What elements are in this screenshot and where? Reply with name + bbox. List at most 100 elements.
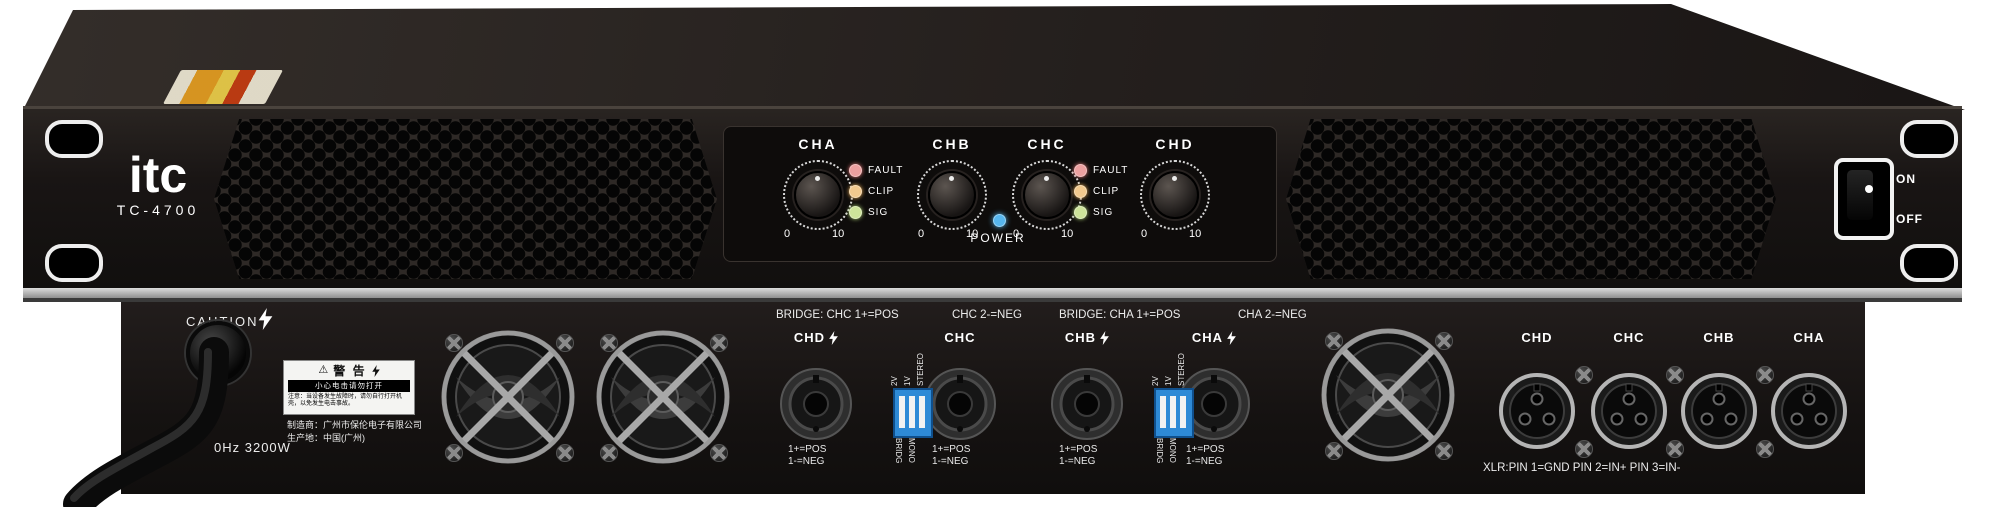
speakon-label-cha: CHA xyxy=(1169,330,1259,345)
model-number: TC-4700 xyxy=(116,202,200,218)
clip-label: CLIP xyxy=(868,185,895,197)
neg-text: 1-=NEG xyxy=(1059,456,1096,467)
screw-icon xyxy=(1575,440,1593,458)
polarity-note: 1+=POS 1-=NEG xyxy=(788,444,826,468)
bridge-note: CHC 2-=NEG xyxy=(952,309,1022,321)
rack-ear-hole xyxy=(1900,244,1958,282)
ventilation-grille-left xyxy=(214,119,717,279)
lightning-icon xyxy=(258,308,273,330)
dip-slot xyxy=(909,396,915,428)
speakon-connector-chd xyxy=(780,368,852,440)
clip-label: CLIP xyxy=(1093,185,1120,197)
knob-cap xyxy=(1023,171,1071,219)
clip-led xyxy=(1074,184,1087,198)
dip-label-bridg: BRIDG xyxy=(1155,438,1164,464)
speakon-connector-chc xyxy=(924,368,996,440)
screw-icon xyxy=(600,334,618,352)
screw-icon xyxy=(1325,332,1343,350)
xlr-label-chb: CHB xyxy=(1703,330,1735,345)
gain-knob-cha[interactable] xyxy=(783,160,853,230)
xlr-connector-chc xyxy=(1591,373,1667,449)
speakon-connector-cha xyxy=(1178,368,1250,440)
lightning-icon xyxy=(1227,330,1236,345)
dip-label-2v: 2V xyxy=(1151,376,1160,386)
knob-cap xyxy=(1151,171,1199,219)
signal-label: SIG xyxy=(868,206,889,218)
xlr-label-chc: CHC xyxy=(1613,330,1645,345)
front-panel-base-shadow xyxy=(23,298,1962,302)
power-switch[interactable] xyxy=(1834,158,1894,240)
screw-icon xyxy=(1435,332,1453,350)
xlr-label-cha: CHA xyxy=(1793,330,1825,345)
dip-slot xyxy=(1160,396,1166,428)
channel-text: CHD xyxy=(793,330,826,345)
rocker-indicator-dot xyxy=(1865,185,1873,193)
rack-ear-hole xyxy=(45,244,103,282)
gain-knob-chb[interactable] xyxy=(917,160,987,230)
knob-scale-max: 10 xyxy=(1189,228,1202,240)
xlr-connector-chd xyxy=(1499,373,1575,449)
screw-icon xyxy=(445,444,463,462)
channel-text: CHB xyxy=(1064,330,1097,345)
channel-text: CHA xyxy=(1191,330,1224,345)
power-label: POWER xyxy=(970,231,1026,245)
channel-label-chb: CHB xyxy=(932,136,972,152)
pos-text: 1+=POS xyxy=(1186,444,1225,455)
speakon-label-chd: CHD xyxy=(771,330,861,345)
bridge-note: BRIDGE: CHC 1+=POS xyxy=(776,309,899,321)
knob-cap xyxy=(794,171,842,219)
dip-slot xyxy=(1180,396,1186,428)
power-switch-rocker[interactable] xyxy=(1847,170,1873,220)
gain-knob-chc[interactable] xyxy=(1012,160,1082,230)
manufacturer-line: 生产地：中国(广州) xyxy=(287,433,365,443)
fault-label: FAULT xyxy=(1093,164,1129,176)
led-cluster-ab: FAULT CLIP SIG xyxy=(849,162,903,225)
xlr-pinout-note: XLR:PIN 1=GND PIN 2=IN+ PIN 3=IN- xyxy=(1483,462,1681,474)
dip-label-bridg: BRIDG xyxy=(894,438,903,464)
rack-ear-hole xyxy=(45,120,103,158)
cooling-fan xyxy=(441,330,575,464)
screw-icon xyxy=(1666,440,1684,458)
speakon-label-chb: CHB xyxy=(1042,330,1132,345)
front-panel-base-strip xyxy=(23,288,1962,298)
dip-label-mono: MONO xyxy=(1168,438,1177,463)
switch-on-label: ON xyxy=(1896,172,1916,186)
screw-icon xyxy=(556,334,574,352)
signal-led xyxy=(1074,205,1087,219)
dip-slot xyxy=(899,396,905,428)
screw-icon xyxy=(1756,366,1774,384)
polarity-note: 1+=POS 1-=NEG xyxy=(1186,444,1224,468)
mode-dip-switch[interactable] xyxy=(1154,388,1194,438)
signal-label: SIG xyxy=(1093,206,1114,218)
power-rating: 0Hz 3200W xyxy=(214,440,291,455)
speakon-label-chc: CHC xyxy=(915,330,1005,345)
neg-text: 1-=NEG xyxy=(932,456,969,467)
gain-knob-chd[interactable] xyxy=(1140,160,1210,230)
knob-tick-ring xyxy=(917,160,987,230)
knob-scale-max: 10 xyxy=(832,228,845,240)
screw-icon xyxy=(710,444,728,462)
xlr-connector-cha xyxy=(1771,373,1847,449)
lightning-icon xyxy=(1100,330,1109,345)
screw-icon xyxy=(1756,440,1774,458)
mode-dip-switch[interactable] xyxy=(893,388,933,438)
dip-label-mono: MONO xyxy=(907,438,916,463)
fault-label: FAULT xyxy=(868,164,904,176)
cooling-fan xyxy=(596,330,730,464)
dip-label-1v: 1V xyxy=(903,376,912,386)
screw-icon xyxy=(600,444,618,462)
screw-icon xyxy=(1575,366,1593,384)
knob-scale-min: 0 xyxy=(918,228,925,240)
dip-label-1v: 1V xyxy=(1164,376,1173,386)
fault-led xyxy=(849,163,862,177)
dip-label-stereo: STEREO xyxy=(1177,353,1186,386)
speakon-connector-chb xyxy=(1051,368,1123,440)
lightning-icon xyxy=(371,364,380,377)
screw-icon xyxy=(445,334,463,352)
neg-text: 1-=NEG xyxy=(1186,456,1223,467)
fault-led xyxy=(1074,163,1087,177)
dip-label-2v: 2V xyxy=(890,376,899,386)
pos-text: 1+=POS xyxy=(932,444,971,455)
warning-sticker: ⚠ 警 告 小心电击请勿打开 注意：当设备发生故障时，请勿自行打开机壳，以免发生… xyxy=(283,360,415,415)
